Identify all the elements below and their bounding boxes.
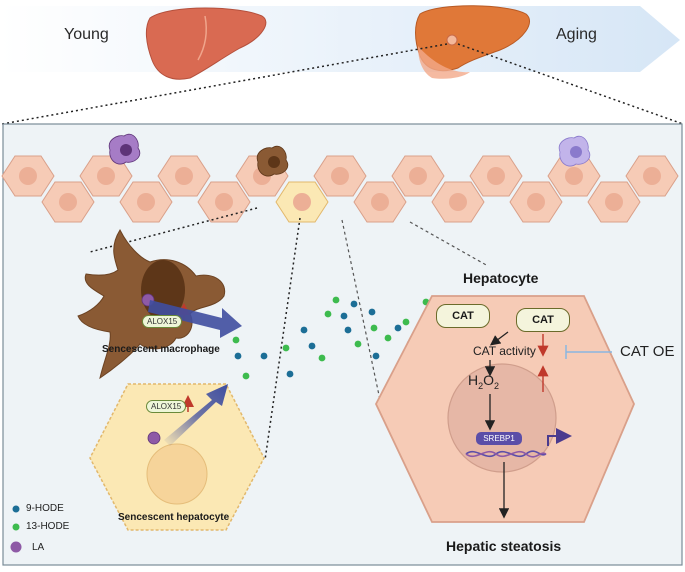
hode9-dot — [234, 352, 242, 360]
blue-arrow-hepatocyte — [164, 384, 228, 446]
cell-nucleus — [487, 167, 505, 185]
liver-aging-icon — [415, 5, 531, 79]
hode13-dot — [318, 354, 326, 362]
legend-la-label: LA — [32, 542, 45, 553]
cat-oe-label: CAT OE — [620, 343, 675, 360]
cell-nucleus — [97, 167, 115, 185]
blue-arrow-macrophage — [148, 300, 242, 338]
cell-nucleus — [59, 193, 77, 211]
cat-activity-label: CAT activity — [473, 344, 536, 358]
legend-dot-2 — [10, 541, 22, 553]
legend-dots — [10, 505, 22, 553]
cell-nucleus — [409, 167, 427, 185]
hepatic-steatosis-label: Hepatic steatosis — [446, 538, 562, 554]
hode13-dot — [242, 372, 250, 380]
legend-dot-1 — [12, 523, 20, 531]
alox15-hepatocyte-badge: ALOX15 — [146, 400, 187, 413]
macrophage-label: Sencescent macrophage — [102, 344, 220, 355]
cell-nucleus — [527, 193, 545, 211]
hode13-dot — [370, 324, 378, 332]
cell-nucleus — [331, 167, 349, 185]
hode9-dot — [368, 308, 376, 316]
legend-13hode-label: 13-HODE — [26, 521, 70, 532]
hode13-dot — [354, 340, 362, 348]
transcription-arrow — [547, 428, 572, 446]
hode9-dot — [372, 352, 380, 360]
hode13-dot — [384, 334, 392, 342]
legend-9hode-label: 9-HODE — [26, 503, 64, 514]
timeline-aging-label: Aging — [556, 26, 597, 43]
hode13-dot — [282, 344, 290, 352]
macrophage-cell-small-nucleus — [268, 156, 280, 168]
cell-nucleus — [643, 167, 661, 185]
zoom-line-senhep — [264, 217, 301, 461]
hode13-dot — [324, 310, 332, 318]
liver-young-icon — [145, 7, 267, 80]
immune-cell-lavender-nucleus — [570, 146, 582, 158]
hode9-dot — [340, 312, 348, 320]
srebp1-badge: SREBP1 — [476, 432, 522, 445]
senescent-hepatocyte-label: Sencescent hepatocyte — [118, 512, 230, 523]
timeline-young-label: Young — [64, 26, 109, 43]
hode9-dot — [300, 326, 308, 334]
zoom-line-hep-left — [341, 219, 381, 401]
arrow-cat-to-activity — [489, 331, 509, 346]
dna-helix — [465, 450, 547, 458]
hode9-dot — [260, 352, 268, 360]
cell-nucleus — [449, 193, 467, 211]
zoom-line-macrophage — [89, 207, 258, 253]
alox15-macrophage-badge: ALOX15 — [142, 315, 183, 328]
hepatocyte-row — [1, 133, 679, 223]
cat-enzyme-left: CAT — [436, 304, 490, 328]
cat-enzyme-right: CAT — [516, 308, 570, 332]
h2o2-label: H2O2 — [468, 372, 500, 391]
cell-nucleus — [371, 193, 389, 211]
cell-nucleus — [605, 193, 623, 211]
zoom-line-left — [1, 43, 448, 125]
cell-nucleus — [175, 167, 193, 185]
immune-cell-purple-nucleus — [120, 144, 132, 156]
cell-nucleus — [215, 193, 233, 211]
cell-nucleus — [19, 167, 37, 185]
hode9-dot — [344, 326, 352, 334]
legend-dot-0 — [12, 505, 20, 513]
cell-nucleus — [565, 167, 583, 185]
cell-nucleus — [137, 193, 155, 211]
hode9-dot — [394, 324, 402, 332]
hode9-dot — [286, 370, 294, 378]
senescent-hepatocyte — [89, 383, 265, 531]
la-dot-hepatocyte — [147, 431, 161, 445]
hode13-dot — [402, 318, 410, 326]
hode13-dot — [232, 336, 240, 344]
cell-nucleus — [293, 193, 311, 211]
hode13-dot — [332, 296, 340, 304]
hode9-dot — [308, 342, 316, 350]
hepatocyte-title: Hepatocyte — [463, 270, 539, 286]
hode9-dot — [350, 300, 358, 308]
zoom-line-hep-right — [409, 221, 489, 267]
